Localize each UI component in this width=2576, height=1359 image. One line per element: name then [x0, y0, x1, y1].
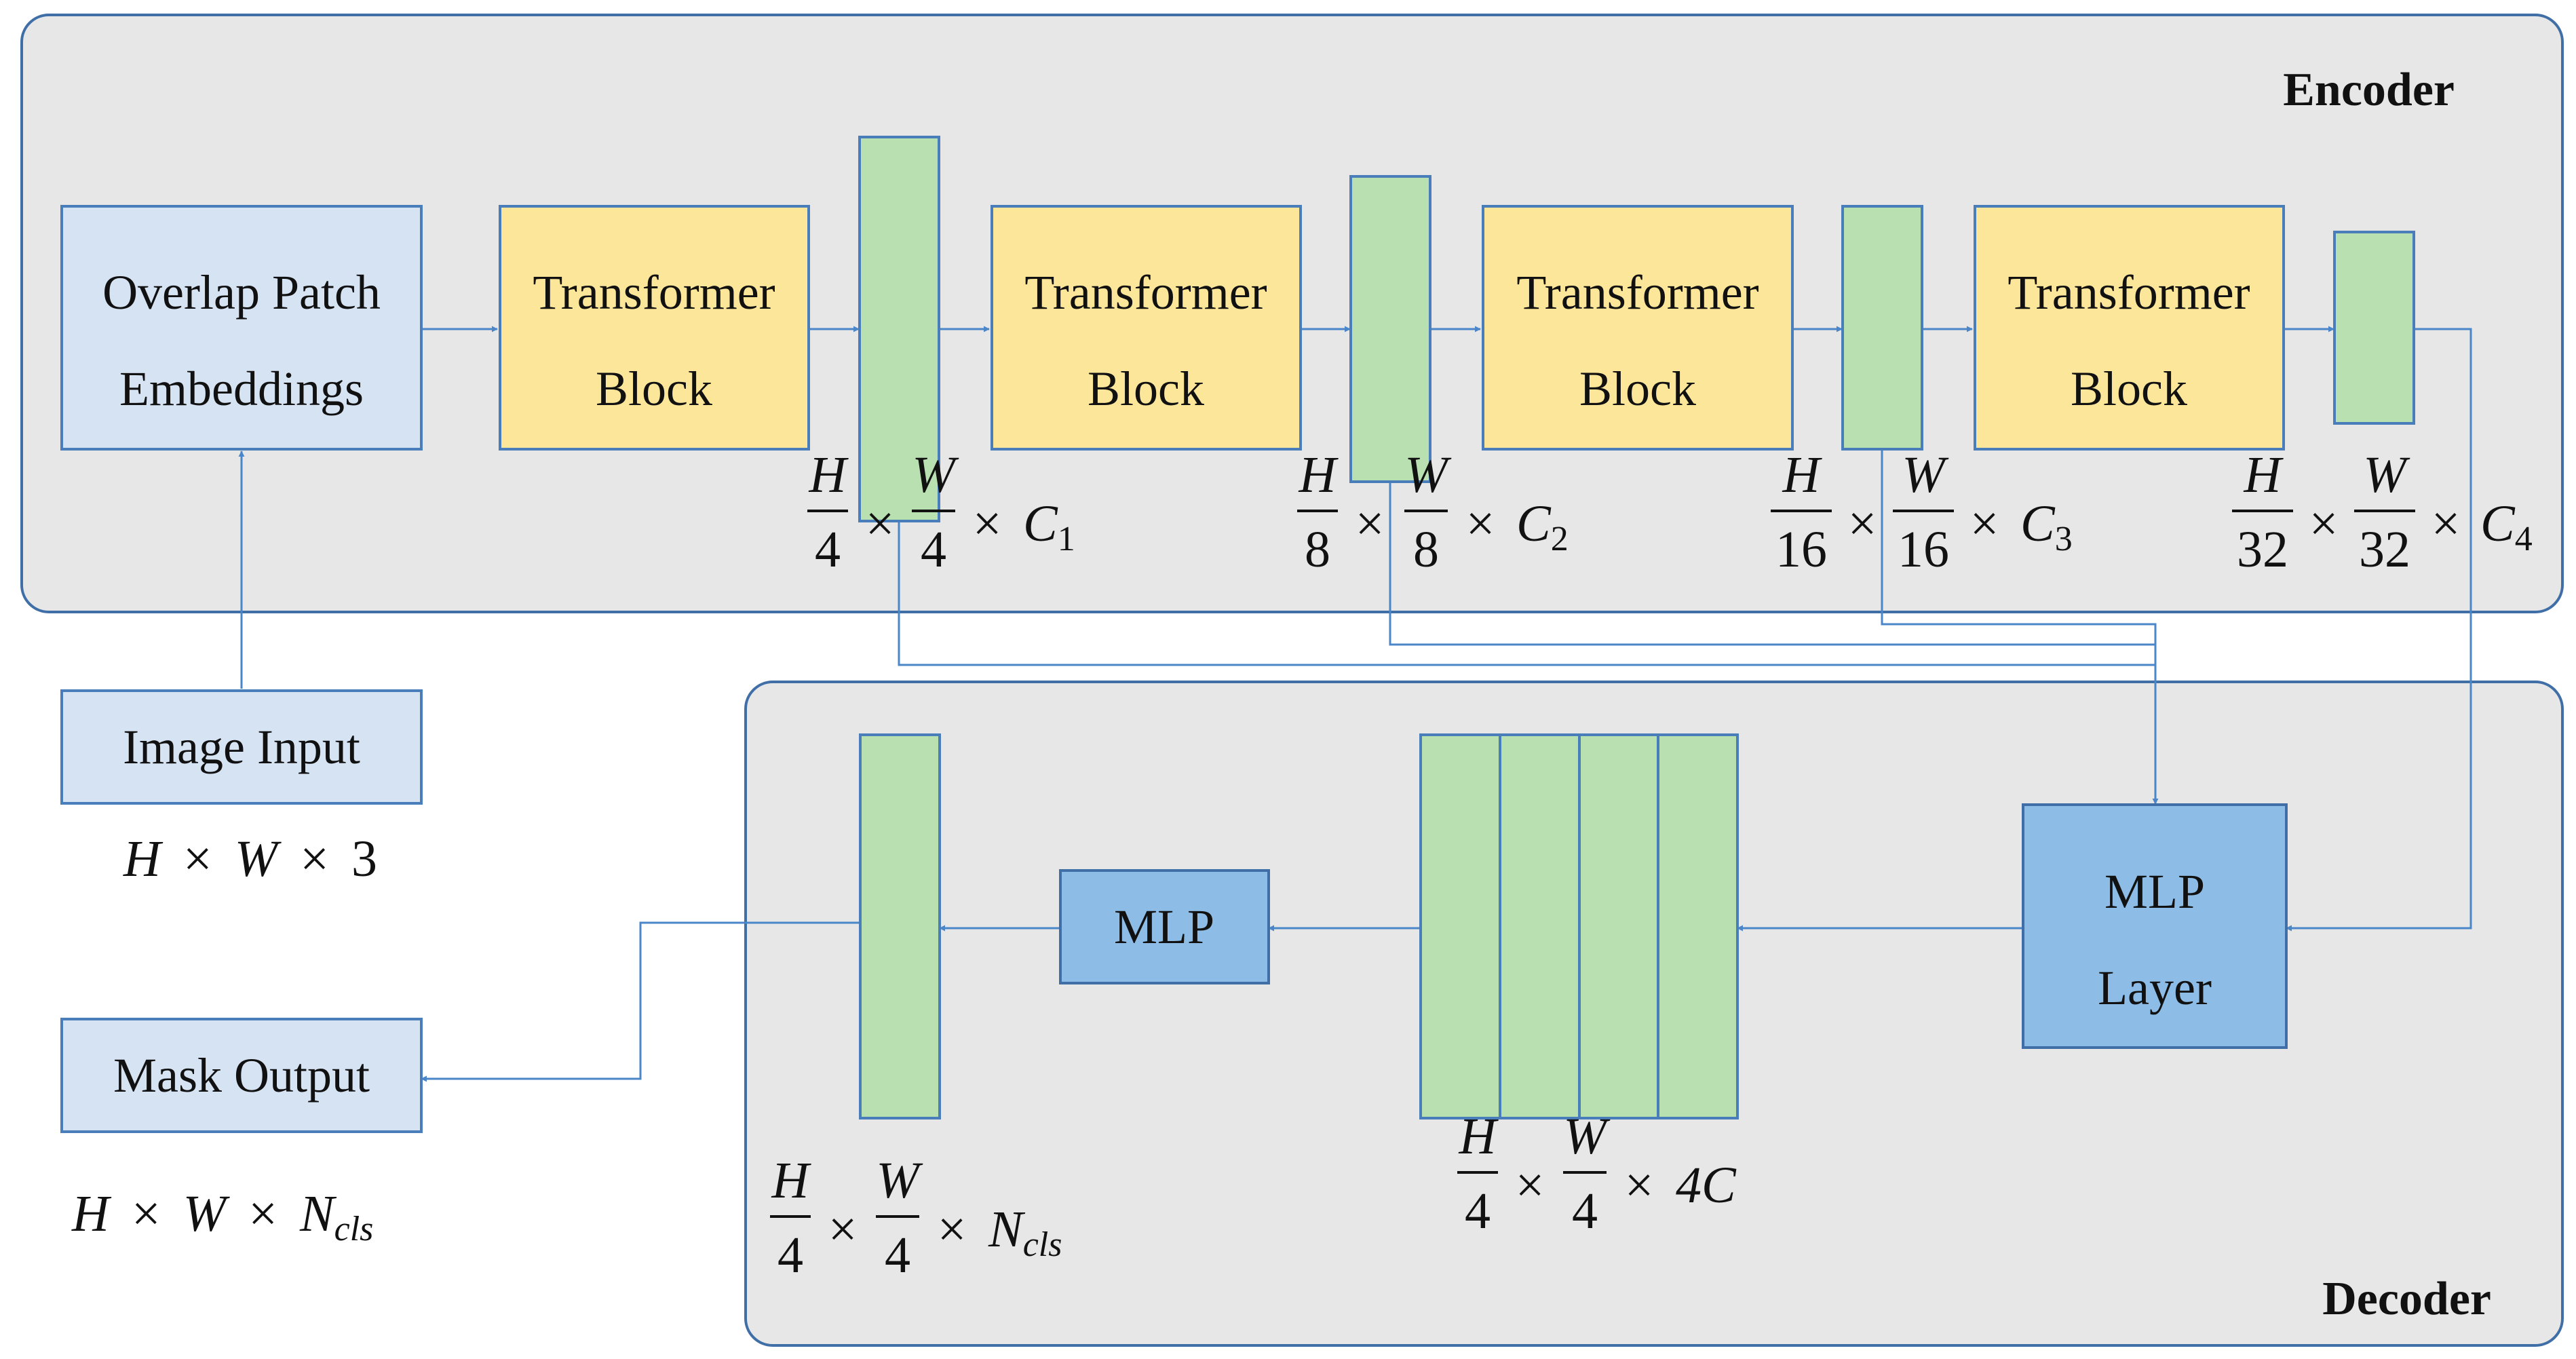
svg-text:H: H — [1459, 1108, 1499, 1165]
dim-f2: H 8 × W 8 × C2 — [1297, 446, 1569, 578]
feature-map-3 — [1841, 205, 1923, 451]
svg-text:×: × — [2309, 495, 2339, 552]
overlap-line2: Embeddings — [119, 362, 364, 416]
svg-text:×: × — [2431, 495, 2461, 552]
svg-text:4: 4 — [1465, 1183, 1491, 1240]
dim-f1: H 4 × W 4 × C1 — [807, 446, 1075, 578]
svg-text:Transformer: Transformer — [533, 265, 775, 320]
svg-text:×: × — [1516, 1157, 1545, 1214]
svg-text:Layer: Layer — [2098, 961, 2212, 1015]
svg-text:32: 32 — [2359, 521, 2410, 578]
svg-text:Block: Block — [1088, 362, 1204, 416]
connectors — [238, 326, 2472, 1082]
svg-text:16: 16 — [1775, 521, 1827, 578]
feature-map-1 — [858, 136, 940, 522]
svg-text:×: × — [973, 495, 1002, 552]
svg-text:4: 4 — [815, 521, 841, 578]
feature-map-4 — [2333, 231, 2415, 425]
svg-text:×: × — [1466, 495, 1495, 552]
svg-text:MLP: MLP — [2104, 864, 2205, 919]
dim-f4: H 32 × W 32 × C4 — [2232, 446, 2533, 578]
dim-f3: H 16 × W 16 × C3 — [1771, 446, 2073, 578]
overlap-line1: Overlap Patch — [102, 265, 381, 320]
image-input-box: Image Input — [60, 689, 423, 805]
svg-text:×: × — [1970, 495, 1999, 552]
svg-text:Transformer: Transformer — [1024, 265, 1267, 320]
svg-text:×: × — [1625, 1157, 1654, 1214]
transformer-block-1: Transformer Block — [499, 205, 810, 451]
svg-text:×: × — [866, 495, 895, 552]
mlp-box: MLP — [1059, 869, 1270, 984]
encoder-title: Encoder — [2283, 64, 2455, 116]
mask-output-box: Mask Output — [60, 1018, 423, 1133]
dim-image-input: H × W × 3 — [123, 830, 377, 887]
svg-text:Block: Block — [596, 362, 712, 416]
svg-text:Transformer: Transformer — [2007, 265, 2250, 320]
dim-out: H 4 × W 4 × Ncls — [770, 1152, 1062, 1284]
mlp-layer-box: MLP Layer — [2022, 803, 2288, 1049]
svg-text:4: 4 — [885, 1227, 910, 1284]
svg-text:×: × — [828, 1201, 858, 1258]
svg-text:W: W — [1404, 446, 1452, 503]
svg-text:4C: 4C — [1676, 1157, 1737, 1214]
skip-f2-to-mlp-layer — [1389, 482, 2155, 646]
svg-text:C1: C1 — [1023, 495, 1075, 558]
skip-f3-to-mlp-layer — [1881, 449, 2159, 805]
svg-text:C4: C4 — [2480, 495, 2533, 558]
svg-text:×: × — [938, 1201, 967, 1258]
feature-map-2 — [1349, 175, 1431, 483]
svg-text:MLP: MLP — [1114, 900, 1214, 954]
svg-text:H: H — [2244, 446, 2284, 503]
dim-concat: H 4 × W 4 × 4C — [1457, 1108, 1737, 1240]
svg-text:W: W — [1563, 1108, 1611, 1165]
overlap-patch-embeddings-box: Overlap Patch Embeddings — [60, 205, 423, 451]
svg-text:4: 4 — [777, 1227, 803, 1284]
svg-text:16: 16 — [1898, 521, 1949, 578]
svg-text:8: 8 — [1305, 521, 1330, 578]
svg-text:C3: C3 — [2020, 495, 2073, 558]
svg-text:W: W — [2363, 446, 2410, 503]
decoder-title: Decoder — [2322, 1273, 2491, 1325]
svg-text:W: W — [912, 446, 959, 503]
transformer-block-3: Transformer Block — [1482, 205, 1794, 451]
svg-text:×: × — [1356, 495, 1385, 552]
skip-f4-to-mlp-layer — [2286, 328, 2472, 932]
svg-text:W: W — [876, 1152, 923, 1209]
svg-text:×: × — [1848, 495, 1877, 552]
svg-text:H: H — [1299, 446, 1339, 503]
svg-text:4: 4 — [921, 521, 946, 578]
concat-feature-maps — [1419, 733, 1739, 1119]
svg-text:Image Input: Image Input — [123, 720, 360, 774]
svg-text:Mask Output: Mask Output — [113, 1048, 370, 1103]
transformer-block-4: Transformer Block — [1974, 205, 2285, 451]
transformer-block-2: Transformer Block — [991, 205, 1302, 451]
svg-text:Block: Block — [1579, 362, 1696, 416]
dim-mask-output: H × W × Ncls — [71, 1185, 373, 1248]
svg-text:H: H — [809, 446, 849, 503]
svg-text:H: H — [1782, 446, 1823, 503]
svg-text:32: 32 — [2237, 521, 2288, 578]
svg-text:Block: Block — [2071, 362, 2187, 416]
svg-text:Ncls: Ncls — [988, 1201, 1062, 1264]
output-feature-map — [859, 733, 941, 1119]
arrow-out-to-mask — [421, 921, 860, 1082]
svg-text:C2: C2 — [1516, 495, 1569, 558]
skip-f1-to-mlp-layer — [898, 521, 2155, 666]
svg-text:4: 4 — [1572, 1183, 1598, 1240]
svg-text:W: W — [1902, 446, 1949, 503]
svg-text:H: H — [771, 1152, 812, 1209]
svg-text:Transformer: Transformer — [1516, 265, 1758, 320]
svg-text:8: 8 — [1413, 521, 1439, 578]
